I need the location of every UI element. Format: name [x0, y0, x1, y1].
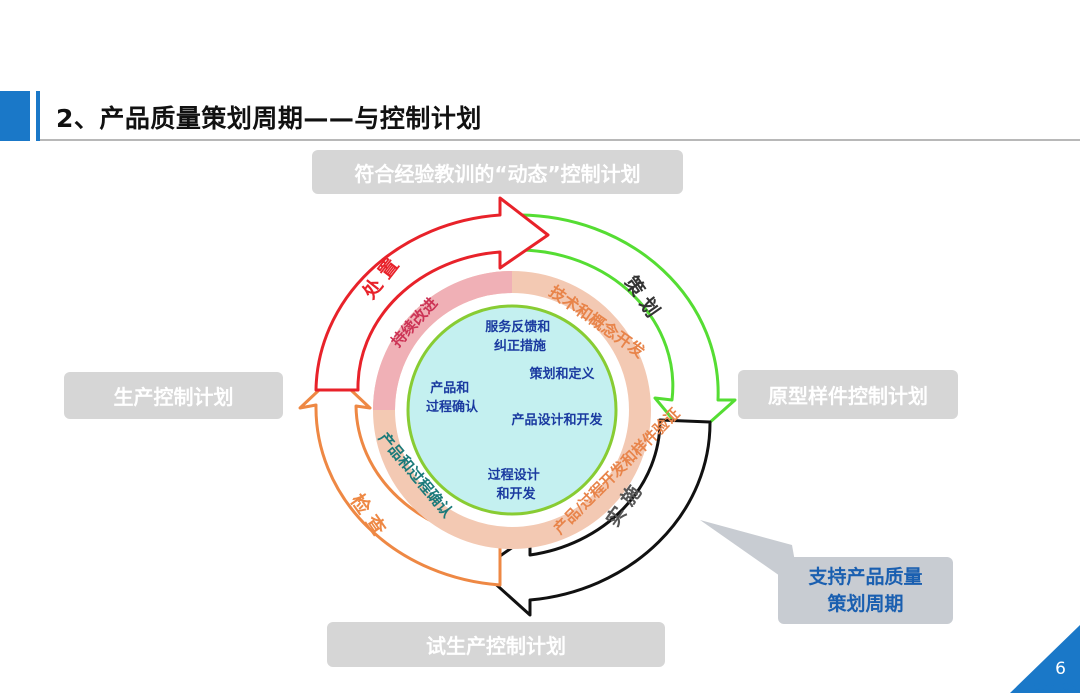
ring-segment-improve — [373, 271, 513, 411]
center-text-validation-line1: 产品和 — [430, 380, 469, 396]
center-circle — [406, 304, 618, 516]
watermark: Ctrol.CN — [1032, 682, 1078, 693]
center-text-service-line2: 纠正措施 — [494, 338, 546, 354]
page-title: 2、产品质量策划周期——与控制计划 — [56, 104, 482, 133]
box-prototype-control-plan: 原型样件控制计划 — [738, 370, 958, 419]
title-bar: 2、产品质量策划周期——与控制计划 — [0, 91, 1080, 143]
center-text-validation: 产品和 过程确认 — [426, 380, 479, 415]
page-number: 6 — [1055, 659, 1066, 679]
center-text-process-dev: 过程设计 和开发 — [488, 467, 545, 502]
center-text-product-dev: 产品设计和开发 — [511, 412, 603, 428]
box-dynamic-control-plan: 符合经验教训的“动态”控制计划 — [312, 150, 683, 194]
center-text-process-dev-line2: 和开发 — [496, 486, 536, 502]
title-accent-block — [0, 91, 30, 141]
arrow-act — [314, 196, 550, 392]
callout-pointer — [700, 520, 800, 590]
callout-support-apqp: 支持产品质量 策划周期 — [778, 557, 953, 624]
box-production-control-plan: 生产控制计划 — [64, 372, 283, 419]
center-text-validation-line2: 过程确认 — [426, 399, 479, 415]
title-accent-line — [36, 91, 40, 141]
center-text-service-line1: 服务反馈和 — [485, 319, 550, 335]
arrow-do — [478, 418, 712, 617]
center-text-process-dev-line1: 过程设计 — [488, 467, 540, 483]
center-text-plan-define: 策划和定义 — [529, 366, 595, 382]
page-corner-triangle — [1010, 625, 1080, 693]
box-pilot-control-plan: 试生产控制计划 — [327, 622, 665, 667]
title-underline — [40, 139, 1080, 141]
arrow-plan — [518, 213, 737, 442]
center-text-service: 服务反馈和 纠正措施 — [485, 319, 555, 354]
